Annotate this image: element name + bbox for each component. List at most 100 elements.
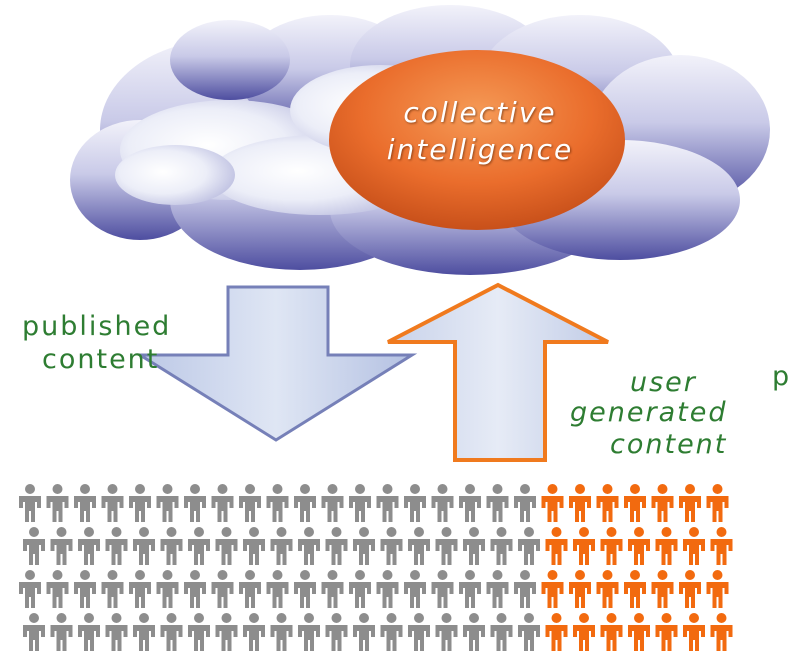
person-icon (50, 613, 73, 651)
person-icon (270, 527, 293, 565)
person-icon (490, 527, 513, 565)
person-icon (463, 613, 485, 651)
person-icon (683, 613, 705, 651)
crowd (19, 484, 733, 651)
person-icon (243, 527, 265, 565)
person-icon (215, 527, 238, 565)
person-icon (215, 613, 238, 651)
person-icon (325, 527, 348, 565)
person-icon (573, 527, 595, 565)
person-icon (325, 613, 348, 651)
person-icon (376, 484, 399, 522)
person-icon (101, 570, 124, 608)
cloud-title-line2: intelligence (386, 133, 574, 166)
person-icon (596, 484, 619, 522)
person-icon (184, 484, 206, 522)
person-icon (239, 570, 261, 608)
collective-intelligence-bubble (329, 50, 625, 230)
person-icon (23, 613, 45, 651)
person-icon (624, 484, 646, 522)
person-icon (298, 527, 320, 565)
person-icon (376, 570, 399, 608)
person-icon (624, 570, 646, 608)
person-icon (600, 613, 623, 651)
cropped-fragment: p (772, 361, 792, 392)
person-icon (129, 484, 151, 522)
person-icon (46, 484, 69, 522)
person-icon (404, 484, 426, 522)
person-icon (569, 570, 591, 608)
person-icon (628, 613, 650, 651)
person-icon (184, 570, 206, 608)
published-label-line2: content (42, 344, 160, 375)
person-icon (160, 527, 183, 565)
person-icon (133, 527, 155, 565)
person-icon (129, 570, 151, 608)
person-icon (156, 570, 179, 608)
person-icon (156, 484, 179, 522)
user-label-line1: user (630, 367, 697, 398)
published-content-arrow (134, 285, 418, 442)
person-icon (541, 484, 564, 522)
person-icon (514, 484, 536, 522)
person-icon (19, 570, 41, 608)
published-label-line1: published (22, 311, 172, 342)
person-icon (349, 484, 371, 522)
person-icon (459, 570, 481, 608)
person-icon (321, 484, 344, 522)
person-icon (569, 484, 591, 522)
person-icon (266, 484, 289, 522)
person-icon (651, 484, 674, 522)
person-icon (431, 484, 454, 522)
cloud-title-line1: collective (403, 96, 557, 129)
person-icon (706, 570, 729, 608)
person-icon (404, 570, 426, 608)
person-icon (105, 613, 128, 651)
person-icon (211, 570, 234, 608)
person-icon (710, 613, 733, 651)
person-icon (321, 570, 344, 608)
person-icon (573, 613, 595, 651)
person-icon (380, 613, 403, 651)
person-icon (188, 613, 210, 651)
person-icon (349, 570, 371, 608)
person-icon (486, 484, 509, 522)
person-icon (596, 570, 619, 608)
person-icon (211, 484, 234, 522)
person-icon (294, 570, 316, 608)
person-icon (78, 613, 100, 651)
person-icon (679, 484, 701, 522)
person-icon (294, 484, 316, 522)
person-icon (188, 527, 210, 565)
person-icon (19, 484, 41, 522)
person-icon (518, 527, 540, 565)
person-icon (655, 527, 678, 565)
person-icon (133, 613, 155, 651)
person-icon (710, 527, 733, 565)
user-generated-content-arrow (387, 282, 609, 462)
person-icon (490, 613, 513, 651)
person-icon (683, 527, 705, 565)
person-icon (655, 613, 678, 651)
person-icon (545, 613, 568, 651)
person-icon (651, 570, 674, 608)
person-icon (46, 570, 69, 608)
person-icon (463, 527, 485, 565)
person-icon (380, 527, 403, 565)
person-icon (435, 527, 458, 565)
person-icon (518, 613, 540, 651)
person-icon (600, 527, 623, 565)
person-icon (408, 613, 430, 651)
user-label-line3: content (610, 429, 728, 460)
person-icon (243, 613, 265, 651)
person-icon (545, 527, 568, 565)
person-icon (50, 527, 73, 565)
person-icon (78, 527, 100, 565)
person-icon (298, 613, 320, 651)
person-icon (353, 527, 375, 565)
user-label-line2: generated (570, 397, 728, 428)
person-icon (628, 527, 650, 565)
person-icon (266, 570, 289, 608)
